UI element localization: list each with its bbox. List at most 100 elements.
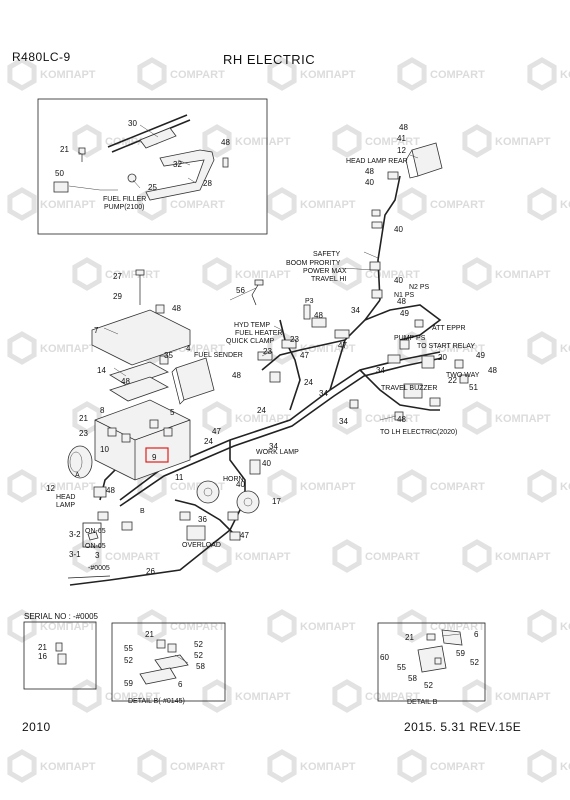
part-number-34a: 34 (319, 389, 328, 398)
lamp-connector (387, 171, 399, 180)
part-number-25: 25 (148, 183, 157, 192)
serial-detail-box (23, 621, 97, 690)
connector-48-top (222, 157, 229, 168)
watermark-text: KOMПАРТ (235, 551, 291, 563)
label-horn: HORN (223, 476, 244, 483)
watermark-text: KOMПАРТ (235, 269, 291, 281)
label-serial-0005: -#0005 (88, 565, 110, 572)
riser-harness (329, 299, 381, 391)
overload-switch (186, 525, 206, 541)
controller-unit (175, 357, 215, 401)
connector-40b (371, 221, 383, 229)
filler-pipe (107, 114, 188, 148)
mounting-plate (91, 309, 191, 366)
part-number-5: 5 (170, 408, 175, 417)
part-number-29: 29 (113, 292, 122, 301)
watermark-logo: KOMПАРТ (462, 124, 551, 158)
part-number-17: 17 (272, 497, 281, 506)
part-number-47a: 47 (300, 351, 309, 360)
connector-att-eppr (414, 319, 424, 328)
part-number-55b: 55 (397, 663, 406, 672)
watermark-text: KOMПАРТ (495, 691, 551, 703)
label-two-way: TWO WAY (446, 372, 480, 379)
part-number-34c: 34 (269, 442, 278, 451)
label-a: A (75, 472, 80, 479)
rear-lamp-harness (377, 175, 401, 301)
part-number-23b: 23 (263, 347, 272, 356)
watermark-logo: KOMПАРТ (267, 57, 356, 91)
part-number-27: 27 (113, 272, 122, 281)
footer-revision: 2015. 5.31 REV.15E (404, 720, 522, 734)
part-number-52d: 52 (470, 658, 479, 667)
watermark-text: KOMПАРТ (300, 481, 356, 493)
part-number-59a: 59 (124, 679, 133, 688)
connector-48-n2 (371, 289, 383, 299)
watermark-text: COMPART (430, 199, 485, 211)
part-number-40d: 40 (262, 459, 271, 468)
detail-b-0145-box (111, 622, 226, 702)
watermark-logo: KOMПАРТ (527, 609, 570, 643)
connector-47-left (97, 511, 109, 521)
watermark-logo: COMPART (137, 749, 225, 783)
watermark-text: COMPART (365, 413, 420, 425)
label-to-start-relay: TO START RELAY (417, 343, 475, 350)
part-number-14: 14 (97, 366, 106, 375)
watermark-text: KOMПАРТ (235, 413, 291, 425)
head-lamp-rear (411, 142, 443, 177)
label-n2-ps: N2 PS (409, 284, 430, 291)
part-number-47b: 47 (338, 341, 347, 350)
branch-left (261, 339, 346, 371)
part-number-49b: 49 (476, 351, 485, 360)
watermark-text: KOMПАРТ (560, 199, 570, 211)
part-number-22: 22 (448, 376, 457, 385)
part-number-48e: 48 (172, 304, 181, 313)
part-number-21a: 21 (60, 145, 69, 154)
part-number-40b: 40 (394, 225, 403, 234)
label-quick-clamp: QUICK CLAMP (226, 338, 275, 345)
label-detail-b: DETAIL B (407, 699, 438, 706)
watermark-text: COMPART (170, 761, 225, 773)
part-number-3: 3 (95, 551, 100, 560)
part-number-48i: 48 (488, 366, 497, 375)
part-number-16: 16 (38, 652, 47, 661)
watermark-logo: COMPART (332, 124, 420, 158)
part-number-26: 26 (146, 567, 155, 576)
part-number-7: 7 (94, 326, 99, 335)
connector-48-plate (155, 304, 165, 314)
watermark-text: KOMПАРТ (300, 761, 356, 773)
travel-buzzer (403, 383, 423, 399)
connector-48-buzzer (429, 397, 441, 407)
watermark-text: KOMПАРТ (235, 136, 291, 148)
part-number-40e: 40 (236, 480, 245, 489)
watermark-text: KOMПАРТ (300, 199, 356, 211)
watermark-text: KOMПАРТ (560, 343, 570, 355)
part-number-23a: 23 (290, 335, 299, 344)
watermark-logo: KOMПАРТ (462, 679, 551, 713)
label-to-lh-electric: TO LH ELECTRIC(2020) (380, 429, 457, 436)
part-number-47c: 47 (212, 427, 221, 436)
two-way-valve (421, 355, 435, 369)
work-lamp (249, 459, 261, 475)
watermark-logo: KOMПАРТ (267, 187, 356, 221)
watermark-logo: COMPART (72, 679, 160, 713)
watermark-text: KOMПАРТ (560, 621, 570, 633)
connector-23-top (281, 339, 297, 349)
watermark-logo: KOMПАРТ (462, 539, 551, 573)
watermark-logo: KOMПАРТ (202, 539, 291, 573)
part-number-52c: 52 (124, 656, 133, 665)
part-number-48a: 48 (221, 138, 230, 147)
label-att-eppr: ATT EPPR (432, 325, 466, 332)
label-p3: P3 (305, 298, 314, 305)
pump-fitting (53, 181, 69, 193)
model-number: R480LC-9 (12, 50, 71, 64)
part-number-21b: 21 (79, 414, 88, 423)
watermark-text: KOMПАРТ (300, 69, 356, 81)
watermark-text: KOMПАРТ (495, 551, 551, 563)
part-number-48k: 48 (106, 486, 115, 495)
buzzer-branch (359, 369, 440, 411)
watermark-text: COMPART (105, 551, 160, 563)
watermark-logo: KOMПАРТ (267, 609, 356, 643)
connector-48-center (311, 317, 327, 328)
part-number-21e: 21 (405, 633, 414, 642)
